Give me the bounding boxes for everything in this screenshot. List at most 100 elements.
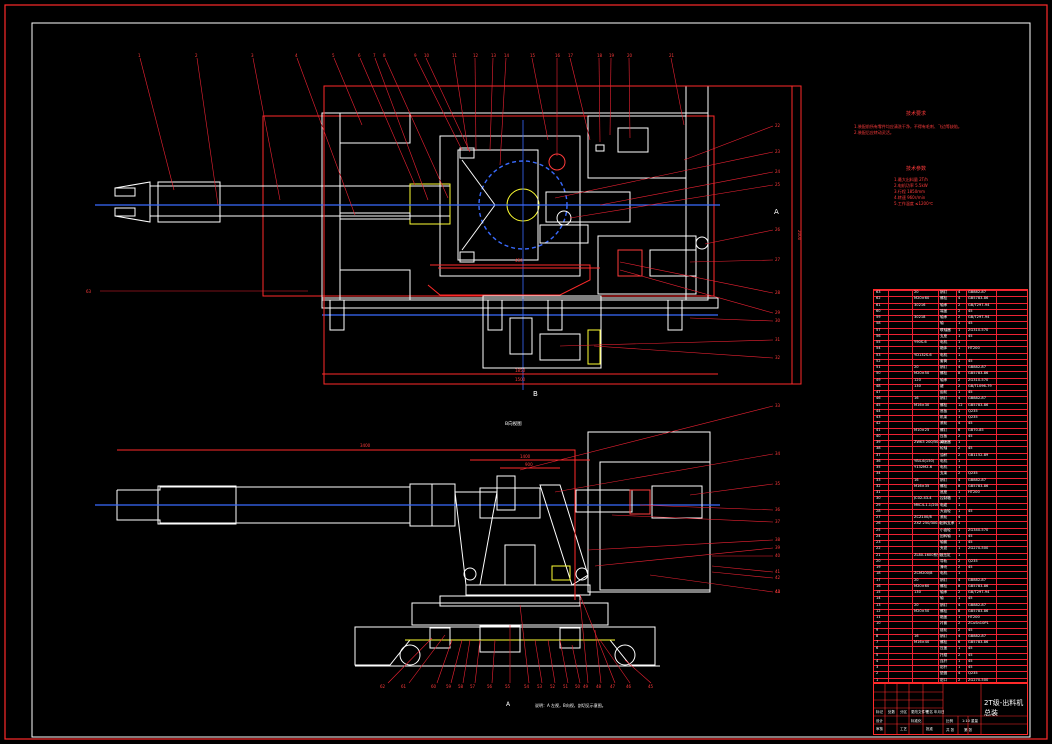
slewing-ring [439,595,581,607]
tong-jaw-outline [114,181,151,223]
control-panel-window [617,127,649,153]
callout-top-13: 13 [491,53,497,58]
motor-module-box [597,235,697,295]
bom-cell: 130 [914,590,921,595]
bom-cell: 电机 [940,352,948,357]
bom-cell: 61 [876,302,881,307]
left-a-frame [454,491,498,586]
bom-cell: Q235 [968,408,978,413]
bom-cell: 26 [876,521,881,526]
bom-cell: M20×50 [914,608,930,613]
bom-cell: 1 [958,458,961,463]
bom-cell: 9 [876,627,879,632]
bom-cell: 60 [876,308,881,313]
bom-cell: GB/T297-94 [968,302,990,307]
bom-cell: 4 [958,396,961,401]
bom-column-line [966,290,967,682]
bom-cell: 63 [876,290,881,294]
bom-cell: 59 [876,315,881,320]
callout-right-top-28: 28 [775,290,781,295]
bom-cell: Q235 [968,471,978,476]
callout-left-63: 63 [86,289,92,294]
view-label-a: A [774,208,779,216]
bom-cell: 螺栓 [940,640,948,645]
bom-cell: 2 [958,471,961,476]
bom-cell: 支架 [940,471,948,476]
bom-cell: 2 [958,677,961,682]
leader-47 [579,594,616,684]
leader-13 [489,57,494,151]
bom-cell: 57 [876,327,881,332]
bom-cell: 1 [958,527,961,532]
bom-cell: GB882-87 [968,396,986,401]
leader-18 [598,57,601,143]
leader-39 [594,547,774,567]
bom-cell: 56 [876,333,881,338]
right-strut [539,484,589,586]
bom-cell: 4 [958,290,961,294]
bom-cell: 2 [958,652,961,657]
bom-cell: YB4-6(150) [914,458,935,463]
tb-field-1: 标记 [876,710,883,714]
callout-top-20: 20 [627,53,633,58]
mid-wheel-2 [547,299,563,331]
bom-cell: 油杯 [940,452,948,457]
a-view-caption: 说明：A 左视，B向视，剖切见示意图。 [535,702,606,708]
leader-37 [611,514,774,523]
bom-cell: 减速器 [940,440,951,445]
tb-field-3: 分区 [900,710,907,714]
callout-right-side-33: 33 [775,403,781,408]
bom-cell: 1 [958,658,961,663]
tong-arm [149,185,451,217]
callout-bottom-52: 52 [550,684,556,689]
bom-cell: 120 [914,377,921,382]
bom-cell: 45 [968,627,973,632]
bom-cell: 电机 [940,571,948,576]
dim-side-length: 3400 [360,443,371,448]
callout-bottom-62: 62 [380,684,386,689]
leader-43 [649,574,774,593]
bom-cell: 螺栓 [940,402,948,407]
bom-cell: GB/T1096-79 [968,383,992,388]
bom-cell: ZL80-1600系列 [914,552,941,557]
callout-bottom-45: 45 [648,684,654,689]
bom-cell: Q235 [968,558,978,563]
bom-cell: 8 [958,583,961,588]
bom-cell: GB5783-86 [968,640,989,645]
bom-cell: 52 [876,358,881,363]
side-cabinet-inner [599,461,711,591]
bom-cell: 1 [958,358,961,363]
callout-right-side-43: 43 [775,589,781,594]
frame-pivot-right [575,567,589,581]
bom-cell: 小齿轮 [940,527,951,532]
bom-cell: 6 [958,640,961,645]
dim-side-b: 900 [525,462,533,467]
bom-cell: M10×25 [914,427,930,432]
carriage-bearing-left [429,627,451,649]
leader-10 [425,57,471,153]
callout-bottom-56: 56 [487,684,493,689]
leader-12 [474,57,477,151]
bom-cell: 轴承 [940,315,948,320]
bom-cell: GB5783-86 [968,371,989,376]
bom-cell: 滚轮 [940,421,948,426]
bom-cell: 链轮 [940,627,948,632]
tech-req-title: 技术要求 [906,111,927,117]
callout-bottom-61: 61 [401,684,407,689]
callout-right-top-27: 27 [775,257,781,262]
callout-top-8: 8 [383,53,386,58]
bom-cell: 1 [958,465,961,470]
bom-cell: 45 [968,433,973,438]
callout-bottom-49: 49 [583,684,589,689]
pivot-clamp [496,475,516,511]
callout-top-4: 4 [295,53,298,58]
